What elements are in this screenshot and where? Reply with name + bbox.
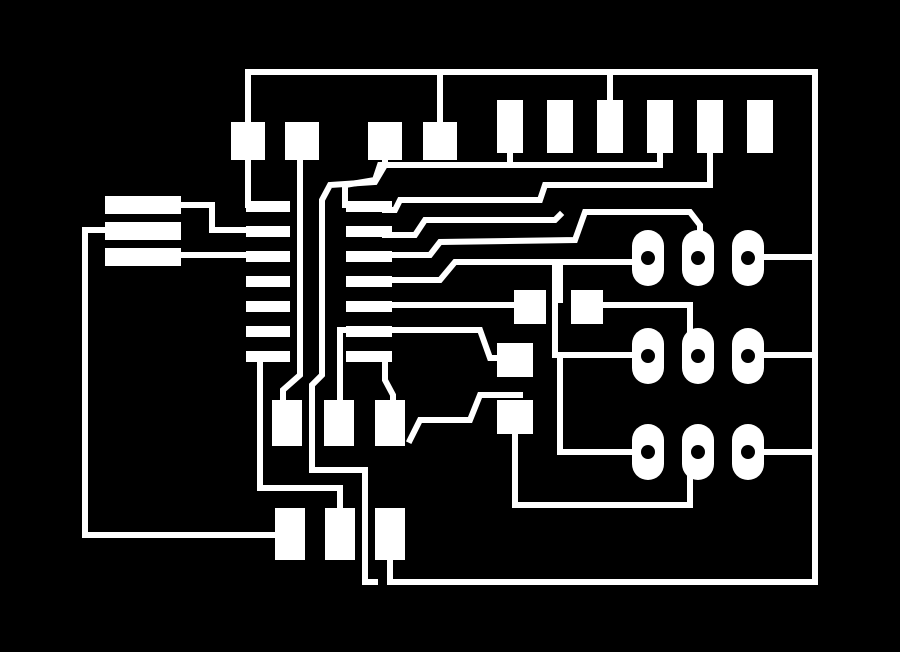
pad-top-1 — [231, 122, 265, 160]
jack-hole-2-2 — [691, 349, 705, 363]
header-pad-6 — [747, 100, 773, 153]
header-pad-2 — [547, 100, 573, 153]
ic-pin-r5 — [346, 301, 392, 312]
pad-top-4 — [423, 122, 457, 160]
trace-mosfet-bottom — [405, 392, 523, 445]
trace-ic-r2 — [382, 210, 565, 238]
pad-bot-1 — [275, 508, 305, 560]
smd-pads — [105, 100, 773, 560]
ic-pin-r3 — [346, 251, 392, 262]
trace-mosfet-jack — [512, 417, 693, 508]
trace-vcc-frame — [245, 69, 818, 585]
pad-mid-2 — [324, 400, 354, 446]
through-hole-pads — [632, 230, 764, 480]
pad-sq-3 — [497, 343, 533, 377]
ic-pin-l7 — [246, 351, 290, 362]
ic-pin-l6 — [246, 326, 290, 337]
header-pad-3 — [597, 100, 623, 153]
left-header-pad-1 — [105, 196, 181, 214]
ic-pin-l4 — [246, 276, 290, 287]
ic-pin-l1 — [246, 201, 290, 212]
trace-header-1 — [177, 202, 263, 233]
pad-top-3 — [368, 122, 402, 160]
left-header-pad-3 — [105, 248, 181, 266]
ic-pin-l5 — [246, 301, 290, 312]
pad-bot-2 — [325, 508, 355, 560]
trace-ic-r3 — [382, 209, 703, 258]
trace-header-5 — [342, 122, 663, 208]
pad-mid-3 — [375, 400, 405, 446]
ic-pin-r4 — [346, 276, 392, 287]
jack-hole-1-1 — [641, 251, 655, 265]
ic-pin-l2 — [246, 226, 290, 237]
ic-pin-r1 — [346, 201, 392, 212]
trace-r-mid — [582, 302, 693, 333]
jack-hole-1-2 — [691, 251, 705, 265]
pad-sq-4 — [497, 400, 533, 434]
header-pad-5 — [697, 100, 723, 153]
jack-hole-3-3 — [741, 445, 755, 459]
jack-hole-3-1 — [641, 445, 655, 459]
ic-pin-l3 — [246, 251, 290, 262]
header-pad-1 — [497, 100, 523, 153]
ic-pin-r2 — [346, 226, 392, 237]
trace-jack-col-mid — [557, 352, 635, 455]
trace-header-6 — [382, 122, 713, 213]
pad-sq-1 — [514, 290, 546, 324]
jack-hole-1-3 — [741, 251, 755, 265]
jack-hole-2-3 — [741, 349, 755, 363]
ic-pin-r6 — [346, 326, 392, 337]
header-pad-4 — [647, 100, 673, 153]
left-header-pad-2 — [105, 222, 181, 240]
pad-mid-1 — [272, 400, 302, 446]
trace-left-loop — [82, 227, 293, 538]
pad-top-2 — [285, 122, 319, 160]
jack-hole-2-1 — [641, 349, 655, 363]
pad-bot-3 — [375, 508, 405, 560]
pad-sq-2 — [571, 290, 603, 324]
ic-pin-r7 — [346, 351, 392, 362]
jack-hole-3-2 — [691, 445, 705, 459]
